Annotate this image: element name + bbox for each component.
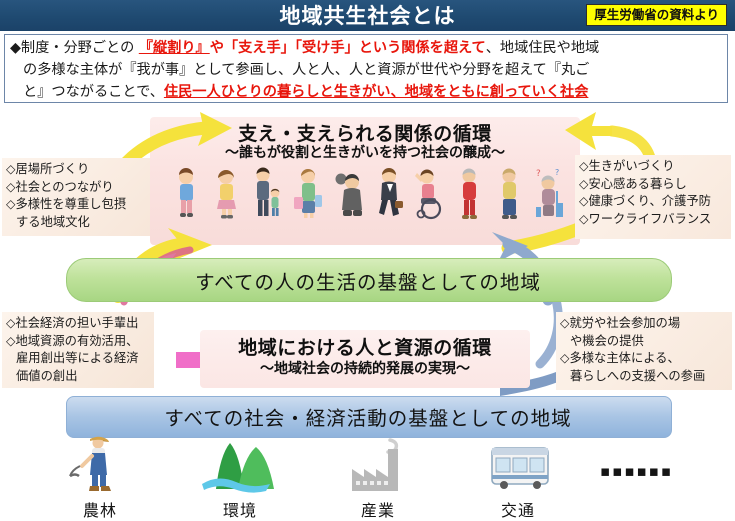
- description-line-1-highlight-1: 『縦割り』: [138, 40, 210, 56]
- note-top-left-line-2: ◇社会とのつながり: [6, 179, 114, 194]
- note-top-right-line-4: ◇ワークライフバランス: [579, 211, 712, 226]
- sector-label-farmer: 農林: [82, 501, 117, 520]
- person-businessman: [373, 167, 404, 223]
- lower-cycle-subtitle: 〜地域社会の持続的発展の実現〜: [260, 361, 470, 377]
- note-top-left-line-4: する地域文化: [16, 214, 90, 229]
- person-child-boy: [172, 167, 202, 223]
- svg-text:?: ?: [536, 169, 541, 179]
- note-bottom-right-line-4: 暮らしへの支援への参画: [570, 368, 706, 383]
- sector-label-transport: 交通: [500, 501, 535, 520]
- description-line-1: ◆制度・分野ごとの 『縦割り』や「支え手」「受け手」という関係を超えて、地域住民…: [10, 37, 723, 59]
- upper-cycle-title: 支え・支えられる関係の循環: [238, 123, 492, 145]
- note-bottom-left-line-4: 価値の創出: [16, 368, 78, 383]
- sector-label-environment: 環境: [222, 501, 257, 520]
- note-bottom-right-line-1: ◇就労や社会参加の場: [560, 316, 681, 330]
- person-child-girl: [212, 167, 242, 223]
- note-top-left-line-3: ◇多様性を尊重し包摂: [6, 197, 127, 211]
- note-bottom-right-line-2: や機会の提供: [570, 333, 644, 348]
- note-top-right-line-3: ◇健康づくり、介護予防: [579, 194, 711, 208]
- blue-band: [66, 396, 672, 438]
- svg-text:?: ?: [555, 168, 559, 177]
- description-line-3-highlight: 住民一人ひとりの暮らしと生きがい、地域をともに創っていく社会: [163, 84, 589, 100]
- factory-icon: [318, 434, 438, 496]
- note-bottom-left: ◇社会経済の担い手輩出 ◇地域資源の有効活用、 雇用創出等による経済 価値の創出: [2, 312, 154, 388]
- description-line-1-highlight-2: や「支え手」「受け手」という関係を超えて: [209, 40, 486, 56]
- note-bottom-left-line-2: ◇地域資源の有効活用、: [6, 333, 139, 348]
- description-line-1-part-a: ◆制度・分野ごとの: [10, 40, 139, 56]
- lower-cycle-plate: [200, 330, 530, 388]
- sector-farmer: 農林: [40, 434, 160, 521]
- description-line-3-part-a: と』つながることで、: [23, 84, 164, 100]
- sectors-ellipsis: ▪▪▪▪▪▪: [600, 462, 673, 480]
- person-seated-man: [333, 167, 363, 223]
- sector-industry: 産業: [318, 434, 438, 521]
- note-bottom-right: ◇就労や社会参加の場 や機会の提供 ◇多様な主体による、 暮らしへの支援への参画: [556, 312, 732, 390]
- description-line-2: の多様な主体が『我が事』として参画し、人と人、人と資源が世代や分野を超えて『丸ご: [23, 62, 590, 78]
- sector-environment: 環境: [180, 434, 300, 521]
- blue-band-label: すべての社会・経済活動の基盤としての地域: [164, 407, 572, 430]
- sector-label-industry: 産業: [360, 501, 395, 520]
- person-elder-blue: [494, 167, 524, 223]
- page-title: 地域共生社会とは: [279, 4, 456, 28]
- person-wheelchair-user: [413, 167, 443, 223]
- source-badge: 厚生労働省の資料より: [586, 4, 727, 26]
- bus-icon: [458, 434, 578, 496]
- note-bottom-right-line-3: ◇多様な主体による、: [560, 351, 680, 365]
- note-top-right: ◇生きがいづくり ◇安心感ある暮らし ◇健康づくり、介護予防 ◇ワークライフバラ…: [575, 155, 731, 239]
- person-elder-red: [454, 167, 484, 223]
- lower-cycle-title: 地域における人と資源の循環: [238, 337, 492, 359]
- person-woman-shopper: [293, 167, 323, 223]
- sector-transport: 交通: [458, 434, 578, 521]
- note-top-right-line-2: ◇安心感ある暮らし: [579, 176, 687, 191]
- note-top-right-line-1: ◇生きがいづくり: [579, 159, 675, 173]
- mountain-river-icon: [180, 434, 300, 496]
- note-bottom-left-line-1: ◇社会経済の担い手輩出: [6, 316, 139, 330]
- person-elder-with-cane: ? ?: [534, 167, 564, 223]
- green-band-label: すべての人の生活の基盤としての地域: [195, 271, 541, 294]
- description-box: ◆制度・分野ごとの 『縦割り』や「支え手」「受け手」という関係を超えて、地域住民…: [4, 34, 728, 103]
- description-line-1-part-d: 、地域住民や地域: [485, 40, 600, 56]
- note-top-left: ◇居場所づくり ◇社会とのつながり ◇多様性を尊重し包摂 する地域文化: [2, 158, 150, 236]
- description-line-3: と』つながることで、住民一人ひとりの暮らしと生きがい、地域をともに創っていく社会: [10, 81, 723, 103]
- note-top-left-line-1: ◇居場所づくり: [6, 162, 90, 176]
- farmer-icon: [40, 434, 160, 496]
- upper-cycle-subtitle: 〜誰もが役割と生きがいを持つ社会の醸成〜: [225, 145, 505, 161]
- person-parent-with-child: [252, 167, 282, 223]
- note-bottom-left-line-3: 雇用創出等による経済: [16, 351, 139, 365]
- green-band: [66, 258, 672, 302]
- people-illustration-group: ? ?: [172, 163, 564, 223]
